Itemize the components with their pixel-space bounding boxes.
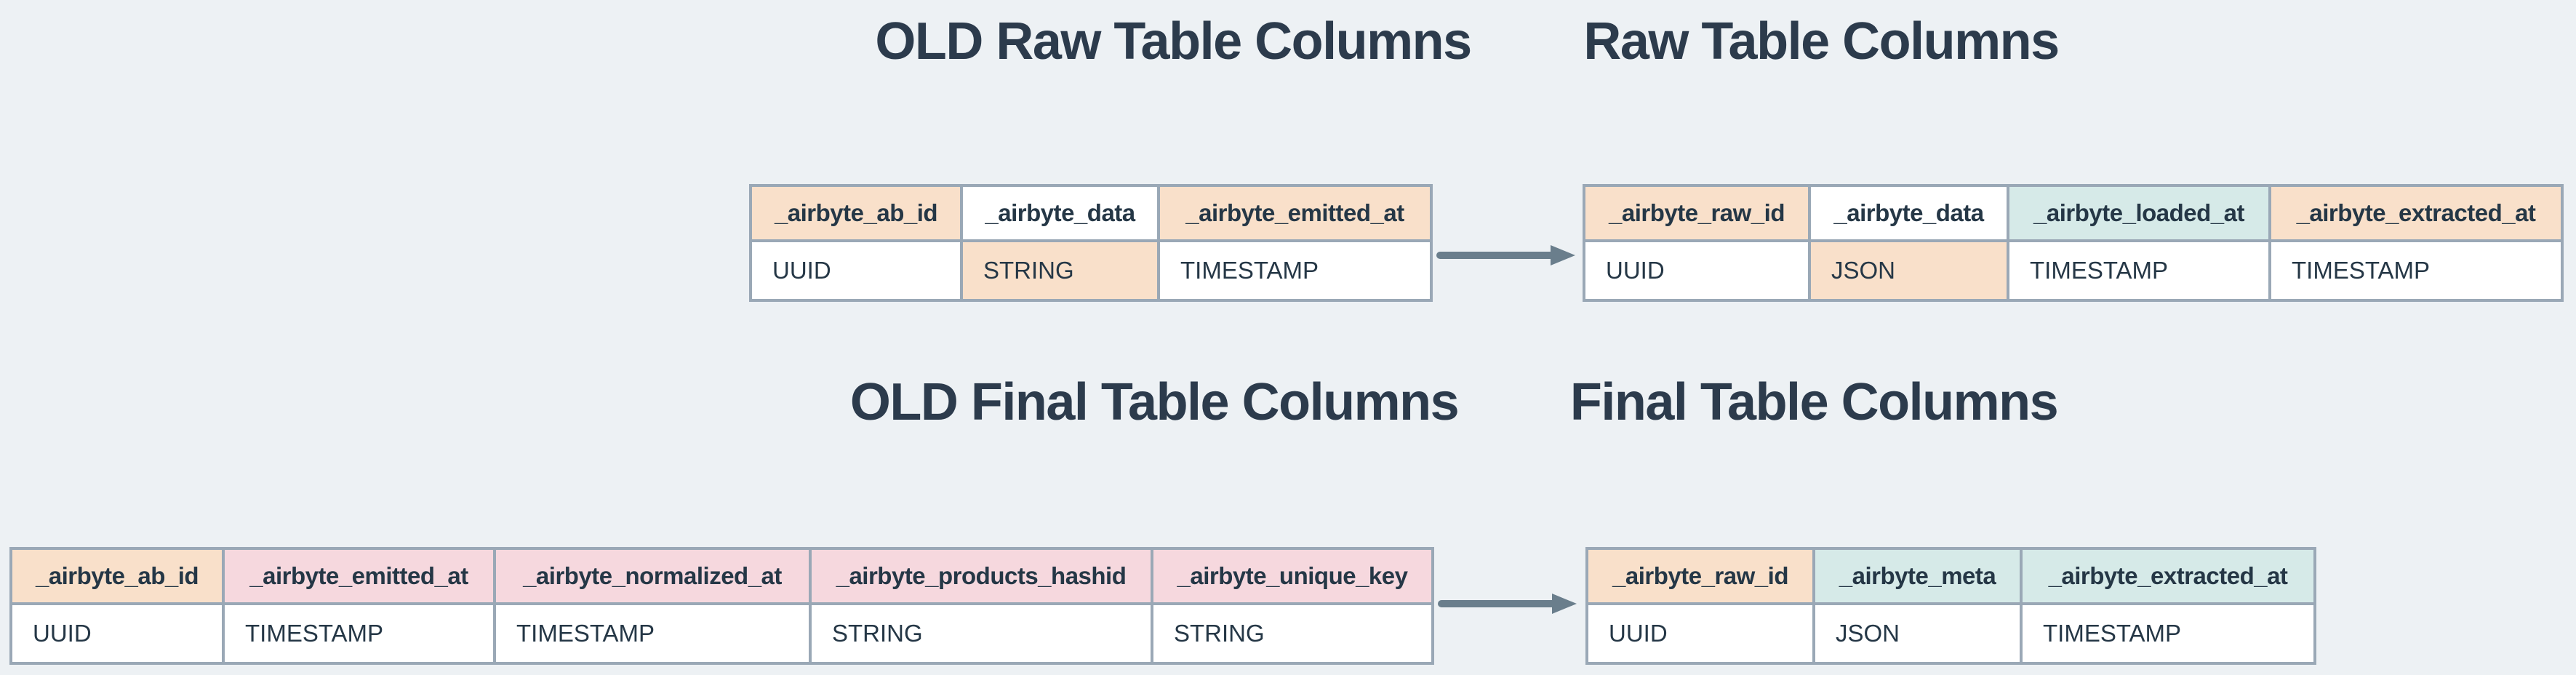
column-header: _airbyte_unique_key — [1151, 547, 1434, 605]
table-type-row: UUID JSON TIMESTAMP — [1585, 602, 2316, 665]
column-type: TIMESTAMP — [2007, 239, 2271, 302]
column-type: STRING — [809, 602, 1153, 665]
old-raw-table: _airbyte_ab_id _airbyte_data _airbyte_em… — [749, 184, 1433, 302]
column-type: STRING — [1151, 602, 1434, 665]
column-type: TIMESTAMP — [1157, 239, 1433, 302]
column-type: TIMESTAMP — [222, 602, 496, 665]
column-header: _airbyte_data — [960, 184, 1160, 242]
column-header: _airbyte_normalized_at — [493, 547, 812, 605]
table-type-row: UUID TIMESTAMP TIMESTAMP STRING STRING — [9, 602, 1434, 665]
column-header: _airbyte_emitted_at — [222, 547, 496, 605]
migration-arrow-icon — [1436, 245, 1575, 265]
column-header: _airbyte_ab_id — [9, 547, 225, 605]
table-type-row: UUID STRING TIMESTAMP — [749, 239, 1433, 302]
final-table-title: Final Table Columns — [1569, 373, 2059, 431]
table-header-row: _airbyte_ab_id _airbyte_emitted_at _airb… — [9, 547, 1434, 605]
old-final-table: _airbyte_ab_id _airbyte_emitted_at _airb… — [9, 547, 1434, 665]
table-header-row: _airbyte_ab_id _airbyte_data _airbyte_em… — [749, 184, 1433, 242]
column-type: UUID — [1585, 602, 1815, 665]
column-header: _airbyte_raw_id — [1585, 547, 1815, 605]
column-header: _airbyte_emitted_at — [1157, 184, 1433, 242]
column-type: UUID — [1583, 239, 1811, 302]
column-header: _airbyte_extracted_at — [2020, 547, 2316, 605]
table-header-row: _airbyte_raw_id _airbyte_data _airbyte_l… — [1583, 184, 2564, 242]
column-type: STRING — [960, 239, 1160, 302]
table-type-row: UUID JSON TIMESTAMP TIMESTAMP — [1583, 239, 2564, 302]
column-type: JSON — [1808, 239, 2009, 302]
column-type: UUID — [9, 602, 225, 665]
migration-arrow-icon — [1438, 594, 1577, 614]
column-header: _airbyte_extracted_at — [2268, 184, 2564, 242]
column-header: _airbyte_ab_id — [749, 184, 963, 242]
table-header-row: _airbyte_raw_id _airbyte_meta _airbyte_e… — [1585, 547, 2316, 605]
column-header: _airbyte_meta — [1812, 547, 2023, 605]
final-table: _airbyte_raw_id _airbyte_meta _airbyte_e… — [1585, 547, 2316, 665]
column-type: TIMESTAMP — [2020, 602, 2316, 665]
old-raw-table-title: OLD Raw Table Columns — [875, 12, 1472, 71]
column-type: UUID — [749, 239, 963, 302]
raw-table: _airbyte_raw_id _airbyte_data _airbyte_l… — [1583, 184, 2564, 302]
column-type: TIMESTAMP — [493, 602, 812, 665]
old-final-table-title: OLD Final Table Columns — [849, 373, 1460, 431]
column-header: _airbyte_data — [1808, 184, 2009, 242]
column-header: _airbyte_products_hashid — [809, 547, 1153, 605]
column-type: TIMESTAMP — [2268, 239, 2564, 302]
column-header: _airbyte_loaded_at — [2007, 184, 2271, 242]
column-type: JSON — [1812, 602, 2023, 665]
raw-table-title: Raw Table Columns — [1583, 12, 2060, 71]
column-header: _airbyte_raw_id — [1583, 184, 1811, 242]
